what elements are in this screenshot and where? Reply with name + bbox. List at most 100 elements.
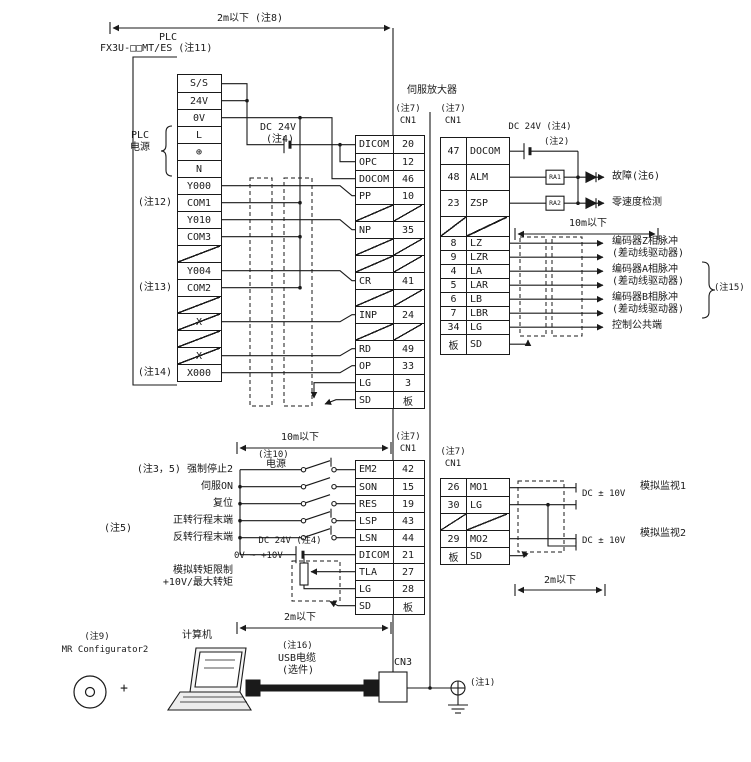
cn1b-note: (注7)	[440, 104, 466, 114]
terminal-row: 34 LG	[441, 320, 509, 334]
laptop-icon	[166, 647, 252, 711]
terminal-cell: 35	[393, 222, 422, 238]
terminal-cell: 8	[450, 238, 457, 249]
terminal-cell: X	[178, 314, 220, 330]
usb-option-label: (选件)	[282, 665, 315, 676]
terminal-cell: LG	[466, 321, 507, 334]
terminal-cell: PP	[359, 190, 372, 202]
terminal-cell: MO2	[466, 531, 507, 547]
mr-configurator-label: MR Configurator2	[61, 645, 149, 655]
terminal-row: CR 41	[356, 272, 424, 289]
frame-lines	[132, 28, 431, 688]
terminal-cell: 板	[393, 598, 422, 614]
zero-speed-label: 零速度检测	[612, 197, 662, 208]
terminal-cell-empty	[441, 217, 466, 236]
encoder-a-label: 编码器A相脉冲	[612, 264, 679, 275]
analog-monitor-2-label: 模拟监视2	[640, 528, 687, 539]
terminal-row: L	[178, 126, 221, 143]
terminal-cell: CR	[359, 275, 372, 287]
terminal-cell: 33	[393, 358, 422, 374]
terminal-row: COM2	[178, 279, 221, 296]
terminal-row: COM1	[178, 194, 221, 211]
terminal-cell-empty	[356, 324, 393, 340]
terminal-cell: 28	[393, 581, 422, 597]
power-label: 电源	[266, 459, 286, 470]
terminal-cell: 48	[447, 172, 460, 183]
terminal-row	[441, 216, 509, 236]
terminal-cell: Y000	[186, 180, 212, 192]
terminal-cell: 6	[450, 294, 457, 305]
cn1a-name: CN1	[399, 116, 417, 126]
terminal-row: N	[178, 160, 221, 177]
terminal-cell: LA	[466, 265, 507, 278]
terminal-cell-empty	[356, 239, 393, 255]
terminal-cell: 23	[447, 198, 460, 209]
terminal-row: Y000	[178, 177, 221, 194]
terminal-cell-empty	[393, 256, 422, 272]
terminal-cell: 30	[447, 499, 460, 511]
terminal-cell: 20	[393, 136, 422, 153]
terminal-cell: 7	[450, 308, 457, 319]
terminal-cell: X000	[186, 367, 212, 379]
torque-limit-label-2: +10V/最大转矩	[162, 577, 233, 588]
note-9: (注9)	[84, 632, 110, 642]
terminal-cell-empty	[356, 205, 393, 221]
terminal-cell: 0V	[192, 112, 206, 124]
terminal-cell: SD	[359, 394, 372, 406]
encoder-z-label: 编码器Z相脉冲	[612, 236, 679, 247]
terminal-row	[178, 296, 221, 313]
terminal-cell: 44	[393, 530, 422, 546]
terminal-cell: LG	[359, 377, 372, 389]
cn3-label: CN3	[394, 657, 413, 668]
terminal-cell-empty	[178, 297, 220, 313]
terminal-cell: SD	[466, 548, 507, 564]
terminal-cell: 21	[393, 547, 422, 563]
terminal-cell: 34	[447, 322, 460, 333]
terminal-cell: 41	[393, 273, 422, 289]
terminal-cell: ZSP	[466, 191, 507, 216]
terminal-cell-empty	[441, 514, 466, 530]
plc-power-label-2: 电源	[130, 142, 150, 153]
dc10v-label-1: DC ± 10V	[582, 489, 626, 499]
terminal-cell: 12	[393, 154, 422, 170]
terminal-row: Y010	[178, 211, 221, 228]
terminal-cell: S/S	[189, 78, 209, 89]
note-4-upper: (注4)	[265, 134, 295, 145]
wiring-monitor-outputs	[510, 483, 577, 559]
terminal-cell: NP	[359, 224, 372, 236]
terminal-row: X	[178, 347, 221, 364]
computer-label: 计算机	[182, 630, 212, 641]
terminal-row	[356, 323, 424, 340]
dim-label-2m-lower: 2m以下	[283, 612, 317, 623]
wiring-lower-left-switches	[239, 457, 355, 608]
terminal-cell: 板	[448, 341, 459, 352]
terminal-cell-empty	[393, 239, 422, 255]
encoder-z-sub: (差动线驱动器)	[612, 248, 685, 259]
terminal-cell: 24V	[189, 95, 209, 107]
terminal-cell: DOCOM	[359, 173, 390, 185]
cn1c-note: (注7)	[395, 432, 421, 442]
terminal-cell: COM2	[186, 282, 212, 294]
cd-icon	[73, 675, 107, 709]
terminal-cell: LSN	[359, 532, 378, 544]
terminal-row	[356, 289, 424, 306]
terminal-cell: OP	[359, 360, 372, 372]
relay-ra2-label: RA2	[549, 199, 561, 207]
